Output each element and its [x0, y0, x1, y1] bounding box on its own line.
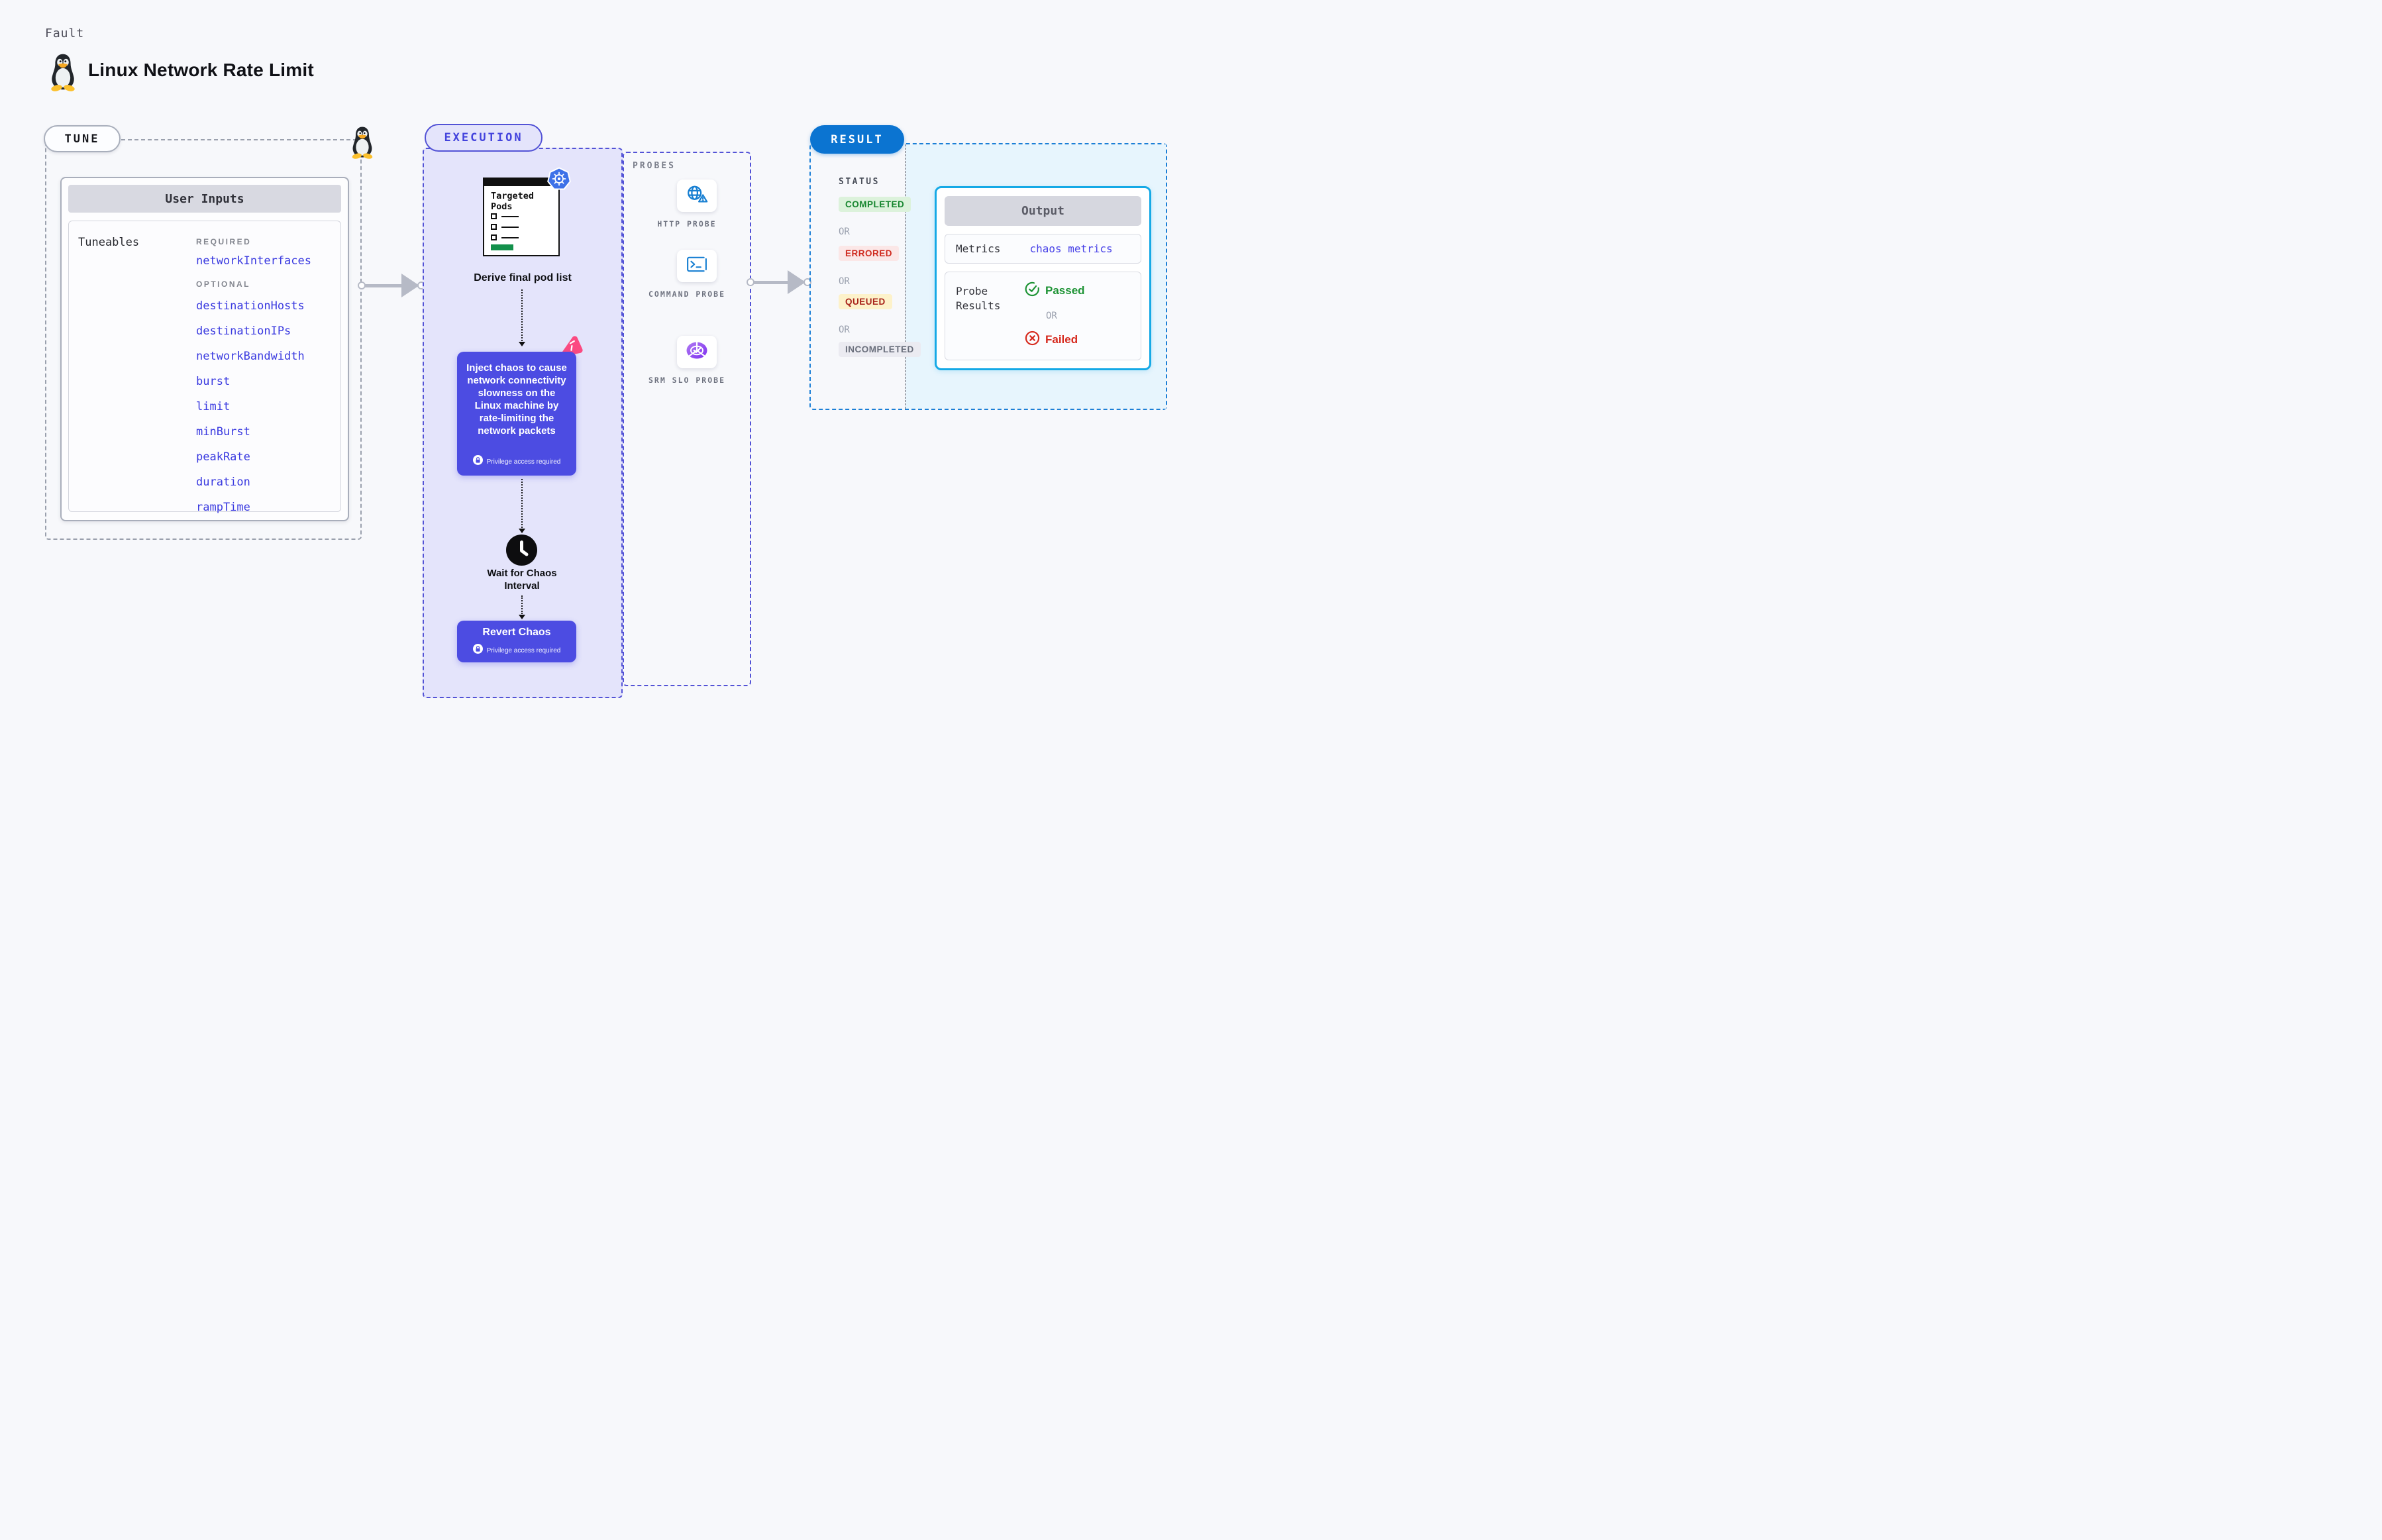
- arrow-shaft: [753, 281, 790, 284]
- flow-connector: [521, 479, 523, 528]
- pod-list-item: [491, 224, 519, 230]
- status-badge-queued: QUEUED: [839, 294, 892, 309]
- list-line: [501, 226, 519, 228]
- tuneable-burst[interactable]: burst: [196, 375, 231, 388]
- tuneables-panel: Tuneables REQUIRED networkInterfaces OPT…: [68, 221, 341, 515]
- tuneables-list: REQUIRED networkInterfaces OPTIONAL dest…: [196, 237, 311, 515]
- chaos-metrics-link[interactable]: chaos metrics: [1029, 242, 1113, 255]
- revert-chaos-step: Revert Chaos Privilege access required: [457, 621, 576, 662]
- inject-chaos-step: Inject chaos to cause network connectivi…: [457, 352, 576, 476]
- privilege-row: Privilege access required: [457, 455, 576, 468]
- tuneable-rampTime[interactable]: rampTime: [196, 501, 250, 514]
- http-probe-label: HTTP PROBE: [657, 219, 717, 229]
- arrow-head: [788, 270, 805, 294]
- slo-donut-icon: [685, 340, 709, 364]
- lock-icon: [472, 455, 483, 468]
- flow-connector-arrowhead: [519, 342, 525, 346]
- srm-slo-probe-card: [677, 336, 717, 368]
- output-header: Output: [945, 196, 1141, 226]
- probes-label: PROBES: [633, 161, 676, 171]
- kubernetes-icon: [547, 167, 571, 194]
- page-title: Linux Network Rate Limit: [88, 60, 314, 80]
- metrics-row: Metrics chaos metrics: [945, 234, 1141, 264]
- pods-progress-bar: [491, 244, 513, 250]
- status-badge-incompleted: INCOMPLETED: [839, 342, 921, 357]
- wait-chaos-interval-label: Wait for Chaos Interval: [487, 568, 557, 591]
- http-probe-card: [677, 180, 717, 212]
- targeted-pods-title: Targeted Pods: [491, 191, 535, 212]
- globe-alert-icon: [686, 185, 708, 207]
- fault-diagram-page: Fault Linux Network Rate Limit TUNE: [0, 0, 1191, 770]
- privilege-row: Privilege access required: [457, 644, 576, 657]
- tuneable-destinationIPs[interactable]: destinationIPs: [196, 325, 291, 338]
- lock-icon: [472, 644, 483, 657]
- flow-connector-arrowhead: [519, 615, 525, 619]
- x-circle-icon: [1025, 331, 1040, 349]
- checkbox-icon: [491, 213, 497, 219]
- or-label: OR: [1046, 311, 1057, 321]
- flow-connector-arrowhead: [519, 529, 525, 533]
- flow-connector: [521, 595, 523, 614]
- privilege-label: Privilege access required: [486, 646, 561, 654]
- checkbox-icon: [491, 234, 497, 240]
- tuneable-networkBandwidth[interactable]: networkBandwidth: [196, 350, 305, 363]
- derive-pod-list-label: Derive final pod list: [474, 272, 572, 283]
- metrics-label: Metrics: [956, 242, 1001, 255]
- status-badge-completed: COMPLETED: [839, 197, 911, 212]
- failed-label: Failed: [1045, 333, 1078, 346]
- tuneable-duration[interactable]: duration: [196, 476, 250, 489]
- probe-results-label: Probe Results: [956, 285, 1001, 312]
- tuneable-networkInterfaces[interactable]: networkInterfaces: [196, 254, 311, 268]
- status-badge-errored: ERRORED: [839, 246, 900, 261]
- tuneable-peakRate[interactable]: peakRate: [196, 450, 250, 464]
- privilege-label: Privilege access required: [486, 458, 561, 466]
- revert-chaos-label: Revert Chaos: [482, 627, 551, 638]
- list-line: [501, 236, 519, 238]
- or-label: OR: [839, 325, 850, 335]
- linux-tux-icon: [48, 53, 78, 95]
- srm-slo-probe-label: SRM SLO PROBE: [648, 376, 725, 385]
- clock-icon: [506, 535, 537, 566]
- tune-pill: TUNE: [44, 125, 121, 152]
- checkbox-icon: [491, 224, 497, 230]
- passed-label: Passed: [1045, 284, 1085, 297]
- or-label: OR: [839, 227, 850, 237]
- tuneable-minBurst[interactable]: minBurst: [196, 425, 250, 438]
- fault-kicker: Fault: [45, 26, 85, 40]
- tune-section-box: [45, 139, 362, 540]
- list-line: [501, 215, 519, 217]
- tuneable-limit[interactable]: limit: [196, 400, 231, 413]
- check-circle-icon: [1025, 282, 1040, 300]
- tuneables-label: Tuneables: [78, 236, 140, 249]
- or-label: OR: [839, 276, 850, 287]
- arrow-shaft: [364, 284, 405, 287]
- user-inputs-card: User Inputs Tuneables REQUIRED networkIn…: [60, 177, 349, 521]
- arrow-head: [401, 274, 419, 297]
- linux-tux-small-icon: [349, 126, 376, 162]
- command-probe-label: COMMAND PROBE: [648, 289, 725, 299]
- user-inputs-header: User Inputs: [68, 185, 341, 213]
- output-panel: Output Metrics chaos metrics Probe Resul…: [935, 186, 1151, 370]
- pods-card-titlebar: [484, 178, 559, 186]
- pod-list-item: [491, 234, 519, 240]
- required-section-label: REQUIRED: [196, 237, 252, 246]
- status-label: STATUS: [839, 177, 880, 187]
- inject-chaos-text: Inject chaos to cause network connectivi…: [466, 362, 567, 436]
- passed-row: Passed: [1025, 282, 1085, 300]
- tuneable-destinationHosts[interactable]: destinationHosts: [196, 299, 305, 313]
- flow-connector: [521, 289, 523, 341]
- terminal-icon: [686, 256, 707, 276]
- probes-section-box: [623, 152, 751, 686]
- failed-row: Failed: [1025, 331, 1078, 349]
- command-probe-card: [677, 250, 717, 282]
- result-pill: RESULT: [810, 125, 904, 154]
- execution-pill: EXECUTION: [425, 124, 543, 152]
- probe-results-row: Probe Results Passed OR: [945, 272, 1141, 360]
- pod-list-item: [491, 213, 519, 219]
- optional-section-label: OPTIONAL: [196, 280, 250, 289]
- targeted-pods-card: Targeted Pods: [483, 178, 560, 256]
